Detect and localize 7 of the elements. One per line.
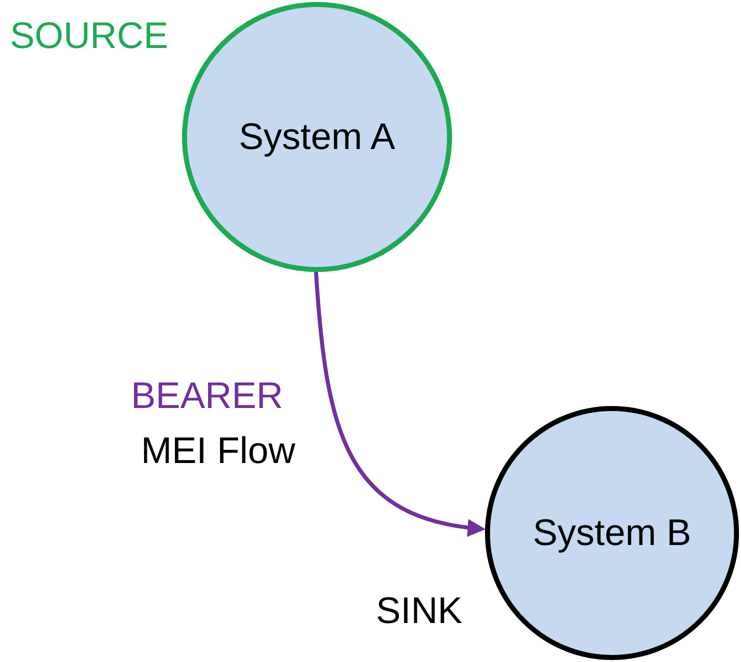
edge-label: BEARER: [131, 377, 284, 414]
node-label: System B: [532, 512, 692, 554]
role-label: SOURCE: [10, 17, 168, 54]
flow-label: MEI Flow: [141, 432, 296, 469]
role-label: SINK: [376, 592, 462, 629]
node-label: System A: [238, 116, 396, 158]
flow-arrow: [314, 272, 486, 536]
